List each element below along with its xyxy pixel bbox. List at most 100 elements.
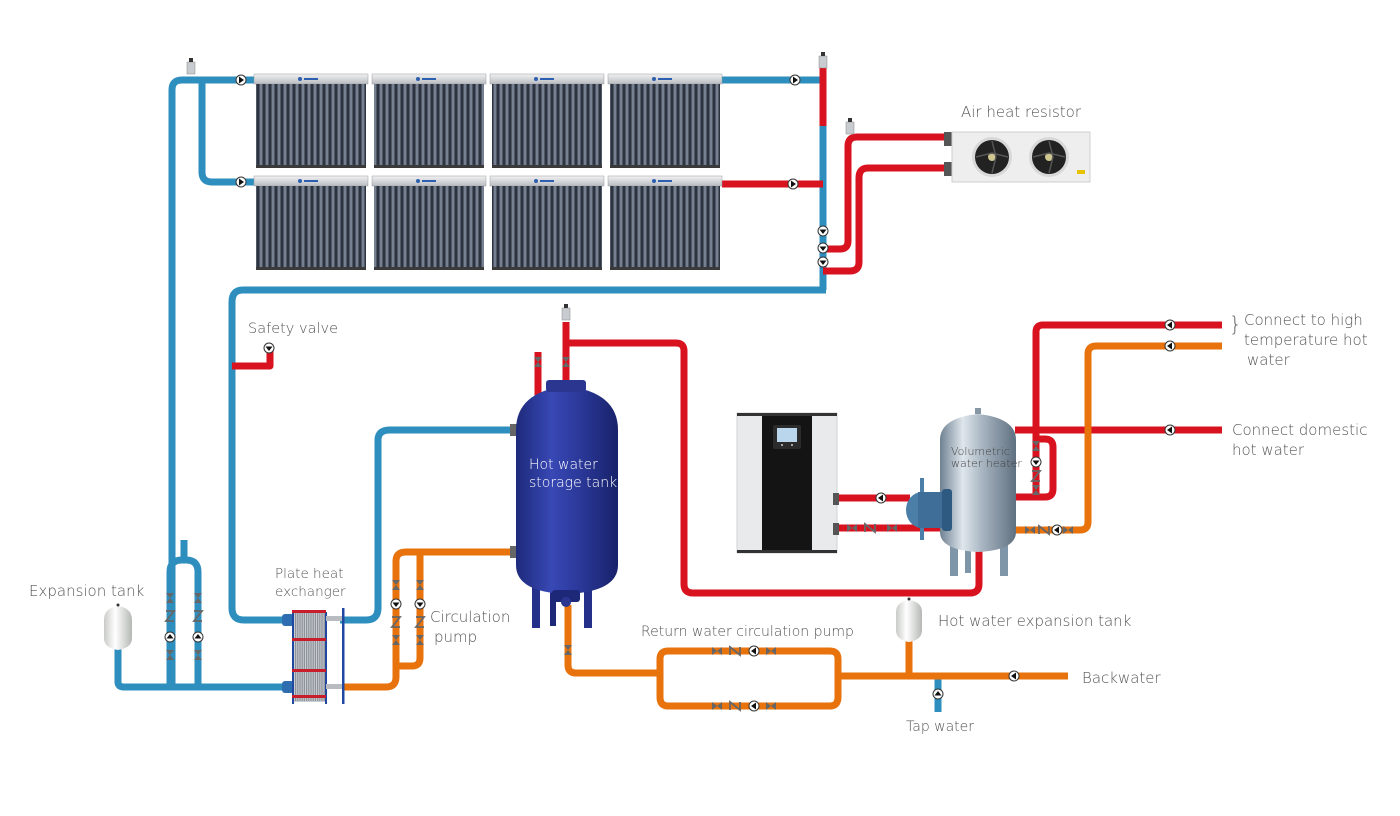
- fan-icon: [1029, 137, 1069, 177]
- brace-icon: }: [1229, 312, 1242, 336]
- solar-panel: [253, 175, 369, 270]
- pump-icon: [164, 631, 176, 643]
- label-plate-hx-line2: exchanger: [275, 584, 346, 600]
- cold-pipe-row2-branch: [198, 80, 254, 186]
- gate-valve-icon: [534, 357, 542, 367]
- gate-valve-icon: [712, 702, 722, 710]
- pump-icon: [817, 225, 829, 237]
- label-connect-high-temp-line2: temperature hot: [1244, 331, 1368, 349]
- gate-valve-icon: [392, 635, 400, 645]
- label-circulation-pump-line1: Circulation: [430, 608, 511, 626]
- pump-icon: [235, 74, 247, 86]
- volumetric-water-heater: [906, 408, 1016, 576]
- gate-valve-icon: [194, 650, 202, 660]
- check-valve-icon: [1030, 470, 1042, 482]
- hot-water-storage-tank: [510, 380, 618, 628]
- hot-pipe-to-air-upper: [823, 133, 950, 253]
- pump-icon: [263, 342, 275, 354]
- warm-pipe-hx-out: [342, 548, 514, 691]
- fan-icon: [972, 137, 1012, 177]
- pump-icon: [1164, 319, 1176, 331]
- check-valve-icon: [192, 610, 204, 622]
- label-circulation-pump-line2: pump: [434, 628, 478, 646]
- pump-icon: [787, 178, 799, 190]
- label-storage-tank-line1: Hot water: [529, 457, 598, 473]
- label-expansion-tank: Expansion tank: [29, 582, 145, 600]
- gate-valve-icon: [392, 580, 400, 590]
- pump-icon: [414, 598, 426, 610]
- gate-valve-icon: [712, 647, 722, 655]
- check-valve-icon: [864, 522, 876, 534]
- gate-valve-icon: [1025, 526, 1035, 534]
- air-vent-icon: [186, 58, 196, 75]
- heat-pump-unit: [736, 412, 839, 554]
- label-tap-water: Tap water: [906, 719, 975, 735]
- air-vent-icon: [818, 52, 828, 69]
- pump-icon: [235, 176, 247, 188]
- label-safety-valve: Safety valve: [248, 321, 338, 337]
- gate-valve-icon: [166, 650, 174, 660]
- label-storage-tank-line2: storage tank: [529, 475, 618, 491]
- pump-icon: [748, 645, 760, 657]
- brand-logo-icon: [534, 77, 554, 81]
- pump-icon: [817, 242, 829, 254]
- hot-water-expansion-tank: [896, 597, 922, 642]
- cold-pipe-hx-to-tank: [340, 426, 514, 624]
- label-plate-hx-line1: Plate heat: [275, 566, 344, 582]
- check-valve-icon: [1038, 524, 1050, 536]
- warm-pipe-tank-bottom: [564, 605, 660, 677]
- air-vent-icon: [561, 304, 571, 321]
- cold-pipes: [114, 76, 942, 712]
- fittings: [164, 74, 1176, 712]
- plate-heat-exchanger: [282, 608, 345, 704]
- hot-pipe-tank-to-heater: [566, 339, 983, 597]
- gate-valve-icon: [166, 593, 174, 603]
- pump-icon: [1030, 456, 1042, 468]
- label-connect-high-temp-line3: water: [1247, 351, 1290, 369]
- pipes: [114, 66, 1222, 712]
- brand-logo-icon: [652, 77, 672, 81]
- hot-pipe-safety: [232, 350, 274, 370]
- pump-icon: [390, 598, 402, 610]
- label-connect-domestic-line1: Connect domestic: [1232, 421, 1368, 439]
- brand-logo-icon: [534, 179, 554, 183]
- check-valve-icon: [164, 610, 176, 622]
- label-volumetric-heater-line2: water heater: [951, 457, 1022, 470]
- solar-collector-array: [253, 73, 723, 270]
- gate-valve-icon: [564, 645, 572, 655]
- solar-panel: [371, 175, 487, 270]
- check-valve-icon: [390, 616, 402, 628]
- gate-valve-icon: [766, 647, 776, 655]
- pump-icon: [875, 492, 887, 504]
- label-hot-water-expansion-tank: Hot water expansion tank: [938, 612, 1132, 630]
- pump-icon: [1008, 670, 1020, 682]
- warm-pipe-return-loop: [656, 647, 842, 710]
- label-volumetric-heater-line1: Volumetric: [951, 445, 1010, 458]
- solar-panel: [489, 73, 605, 168]
- gate-valve-icon: [1032, 441, 1040, 451]
- cold-pipe-main-riser: [168, 76, 254, 687]
- solar-panel: [607, 73, 723, 168]
- warm-pipes: [342, 342, 1222, 710]
- hot-pipe-heater-loop: [1015, 435, 1057, 501]
- check-valve-icon: [729, 700, 741, 712]
- check-valve-icon: [414, 616, 426, 628]
- gate-valve-icon: [1032, 485, 1040, 495]
- cold-pipe-bottom: [114, 640, 290, 691]
- gate-valve-icon: [562, 357, 570, 367]
- solar-panel: [607, 175, 723, 270]
- brand-logo-icon: [416, 179, 436, 183]
- pump-icon: [1051, 524, 1063, 536]
- pump-icon: [789, 74, 801, 86]
- gate-valve-icon: [766, 702, 776, 710]
- label-connect-high-temp-line1: Connect to high: [1244, 311, 1363, 329]
- label-backwater: Backwater: [1082, 669, 1161, 687]
- brand-logo-icon: [416, 77, 436, 81]
- gate-valve-icon: [416, 580, 424, 590]
- air-vent-icon: [845, 118, 855, 135]
- warm-pipe-pump-branch: [396, 552, 424, 670]
- pump-icon: [192, 631, 204, 643]
- warm-pipe-high-temp: [1015, 342, 1222, 534]
- pump-icon: [817, 256, 829, 268]
